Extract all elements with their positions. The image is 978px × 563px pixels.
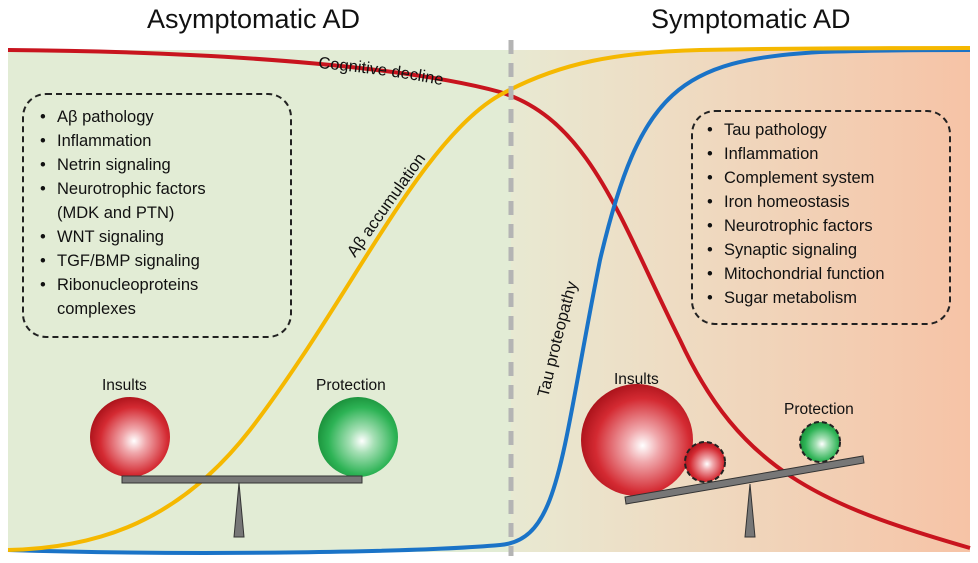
symptomatic-factors-box: Tau pathology Inflammation Complement sy… xyxy=(691,110,951,325)
list-item: Inflammation xyxy=(707,142,943,166)
list-item: Tau pathology xyxy=(707,118,943,142)
left-insults-ball xyxy=(90,397,170,477)
abeta-accumulation-curve xyxy=(7,46,971,552)
left-insults-label: Insults xyxy=(102,377,147,394)
list-item: Iron homeostasis xyxy=(707,190,943,214)
left-balance-beam xyxy=(121,475,363,484)
left-protection-ball xyxy=(318,397,398,477)
left-balance-fulcrum xyxy=(233,482,245,538)
right-protection-label: Protection xyxy=(784,401,854,418)
right-balance-beam xyxy=(624,455,865,505)
list-item: Inflammation xyxy=(40,129,284,153)
right-insults-small-ball xyxy=(684,441,726,483)
list-item: Synaptic signaling xyxy=(707,238,943,262)
right-balance-fulcrum xyxy=(744,483,756,538)
tau-proteopathy-curve xyxy=(7,48,971,555)
list-item: Mitochondrial function xyxy=(707,262,943,286)
list-item: Aβ pathology xyxy=(40,105,284,129)
list-item: Complement system xyxy=(707,166,943,190)
right-protection-ball xyxy=(799,421,841,463)
left-protection-label: Protection xyxy=(316,377,386,394)
asymptomatic-factors-box: Aβ pathology Inflammation Netrin signali… xyxy=(22,93,292,338)
list-item: Sugar metabolism xyxy=(707,286,943,310)
list-item: Neurotrophic factors xyxy=(40,177,284,201)
list-item: Ribonucleoproteins xyxy=(40,273,284,297)
list-item: Netrin signaling xyxy=(40,153,284,177)
list-item: Neurotrophic factors xyxy=(707,214,943,238)
list-item: TGF/BMP signaling xyxy=(40,249,284,273)
right-insults-label: Insults xyxy=(614,371,659,388)
right-insults-ball xyxy=(581,384,693,496)
asymptomatic-ad-title: Asymptomatic AD xyxy=(147,4,361,34)
list-item: WNT signaling xyxy=(40,225,284,249)
list-item: (MDK and PTN) xyxy=(57,204,175,222)
list-item: complexes xyxy=(57,300,136,318)
symptomatic-ad-title: Symptomatic AD xyxy=(651,4,851,34)
